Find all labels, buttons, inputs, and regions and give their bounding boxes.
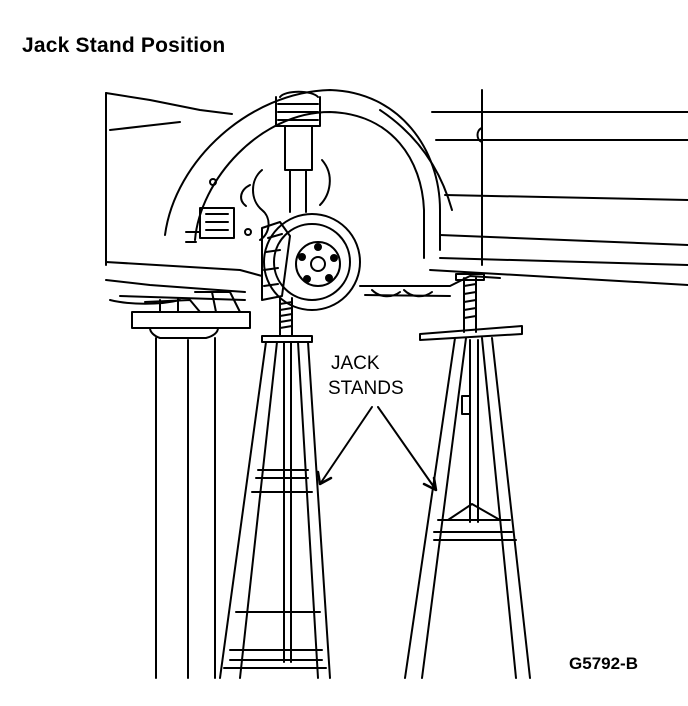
callout-arrows (316, 406, 438, 492)
jack-stand-left (219, 297, 331, 679)
callout-label-jack: JACK (331, 353, 380, 374)
figure-code: G5792-B (569, 654, 638, 673)
callout-label-stands: STANDS (328, 378, 404, 399)
page-title: Jack Stand Position (22, 34, 226, 57)
vehicle-body (105, 89, 688, 305)
suspension-strut (185, 90, 331, 243)
lift-post (131, 291, 251, 679)
brake-rotor-hub (261, 213, 361, 311)
jack-stand-right (404, 273, 531, 679)
